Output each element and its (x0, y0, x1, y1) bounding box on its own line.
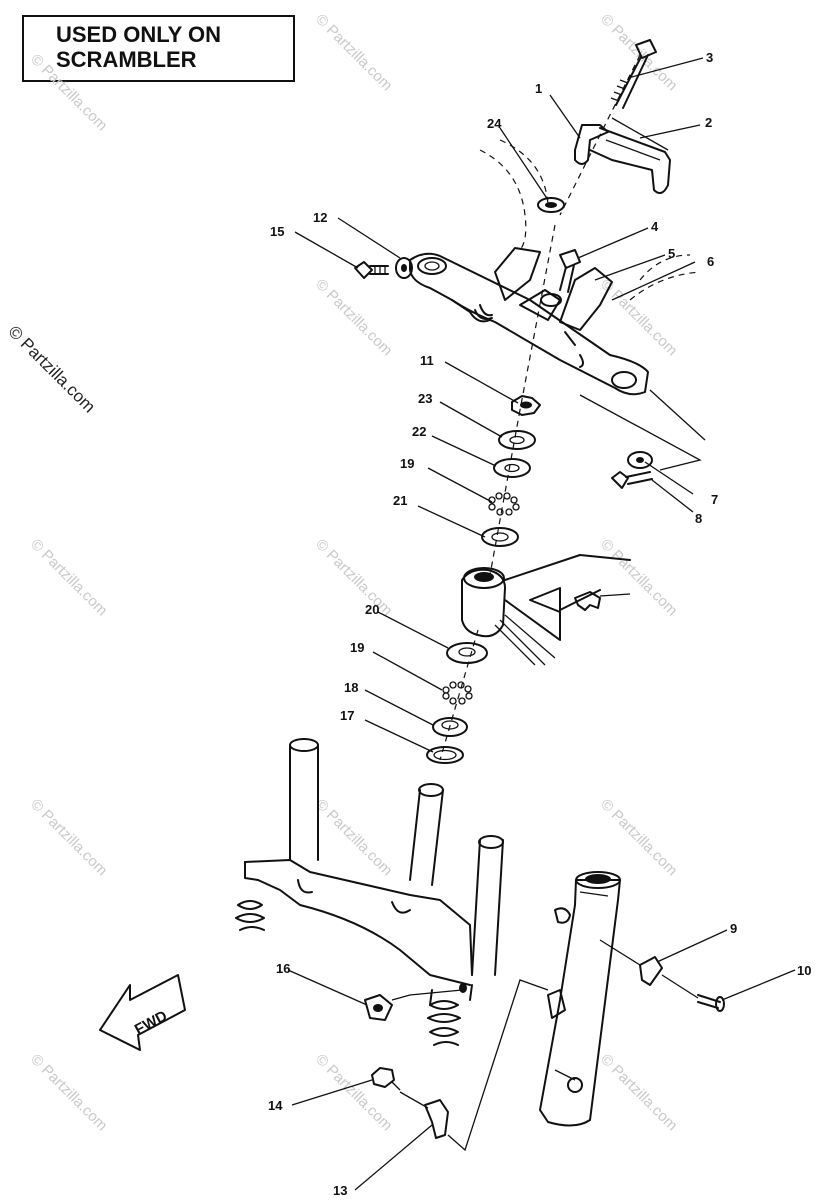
callout-21: 21 (393, 493, 407, 508)
handlebar-outline (479, 139, 701, 301)
callout-8: 8 (695, 511, 702, 526)
callout-23: 23 (418, 391, 432, 406)
watermark-layer: © Partzilla.com © Partzilla.com © Partzi… (27, 11, 680, 1134)
callout-17: 17 (340, 708, 354, 723)
callout-24: 24 (487, 116, 502, 131)
callout-11: 11 (420, 353, 434, 368)
watermark: © Partzilla.com (597, 796, 680, 879)
callout-18: 18 (344, 680, 358, 695)
race-part-20 (446, 642, 488, 664)
washer-part-7 (627, 451, 653, 469)
nut-part-14 (371, 1067, 401, 1091)
callout-19-lower: 19 (350, 640, 364, 655)
steering-head-frame (461, 554, 631, 666)
clamp-part-9 (599, 939, 663, 986)
bearing-part-19-upper (488, 492, 520, 516)
callout-20: 20 (365, 602, 379, 617)
watermark: © Partzilla.com (312, 796, 395, 879)
watermark: © Partzilla.com (27, 796, 110, 879)
callout-16: 16 (276, 961, 290, 976)
bolt-part-3 (610, 39, 657, 109)
race-part-18 (432, 717, 468, 737)
forward-direction-arrow: FWD (99, 974, 186, 1051)
watermark: © Partzilla.com (312, 11, 395, 94)
fork-slider (539, 871, 621, 1127)
watermark: © Partzilla.com (27, 536, 110, 619)
washer-part-24 (537, 197, 565, 213)
nut-part-11 (511, 395, 541, 416)
assembly-axis (439, 54, 641, 761)
callout-1: 1 (535, 81, 542, 96)
callout-22: 22 (412, 424, 426, 439)
bolt-part-8 (611, 471, 653, 489)
callout-10: 10 (797, 963, 811, 978)
callout-4: 4 (651, 219, 659, 234)
reference-lines (579, 389, 706, 471)
clamp-part-16 (364, 989, 463, 1021)
handlebar-clamp-part-1 (574, 117, 671, 195)
seal-part-17 (426, 746, 464, 764)
callout-3: 3 (706, 50, 713, 65)
callout-12: 12 (313, 210, 327, 225)
callout-2: 2 (705, 115, 712, 130)
leader-lines (287, 57, 796, 1191)
triple-clamp-upper (409, 247, 649, 396)
callout-5: 5 (668, 246, 675, 261)
lower-triple-clamp (235, 738, 504, 1046)
watermark: © Partzilla.com (27, 51, 110, 134)
bolt-part-15 (354, 257, 413, 279)
callout-14: 14 (268, 1098, 283, 1113)
washer-part-23 (498, 430, 536, 450)
callout-13: 13 (333, 1183, 347, 1198)
washer-part-22 (493, 458, 531, 478)
callout-19-upper: 19 (400, 456, 414, 471)
watermark: © Partzilla.com (312, 536, 395, 619)
watermark: © Partzilla.com (27, 1051, 110, 1134)
watermark: © Partzilla.com (312, 276, 395, 359)
callout-9: 9 (730, 921, 737, 936)
notice-line-1: USED ONLY ON (56, 22, 222, 47)
scrambler-notice-box: USED ONLY ON SCRAMBLER (22, 15, 295, 82)
clamp-part-13 (399, 979, 549, 1152)
bearing-part-19-lower (442, 681, 473, 705)
watermark: © Partzilla.com (312, 1051, 395, 1134)
watermark: © Partzilla.com (597, 1051, 680, 1134)
callout-numbers: 1 2 3 4 5 6 7 8 9 10 11 12 15 13 14 16 1… (268, 50, 811, 1198)
callout-15: 15 (270, 224, 284, 239)
callout-7: 7 (711, 492, 718, 507)
watermark: © Partzilla.com (597, 536, 680, 619)
bolt-part-4 (559, 249, 581, 293)
notice-line-2: SCRAMBLER (56, 47, 197, 72)
bolt-part-10 (661, 974, 725, 1012)
callout-6: 6 (707, 254, 714, 269)
race-part-21 (481, 527, 519, 547)
